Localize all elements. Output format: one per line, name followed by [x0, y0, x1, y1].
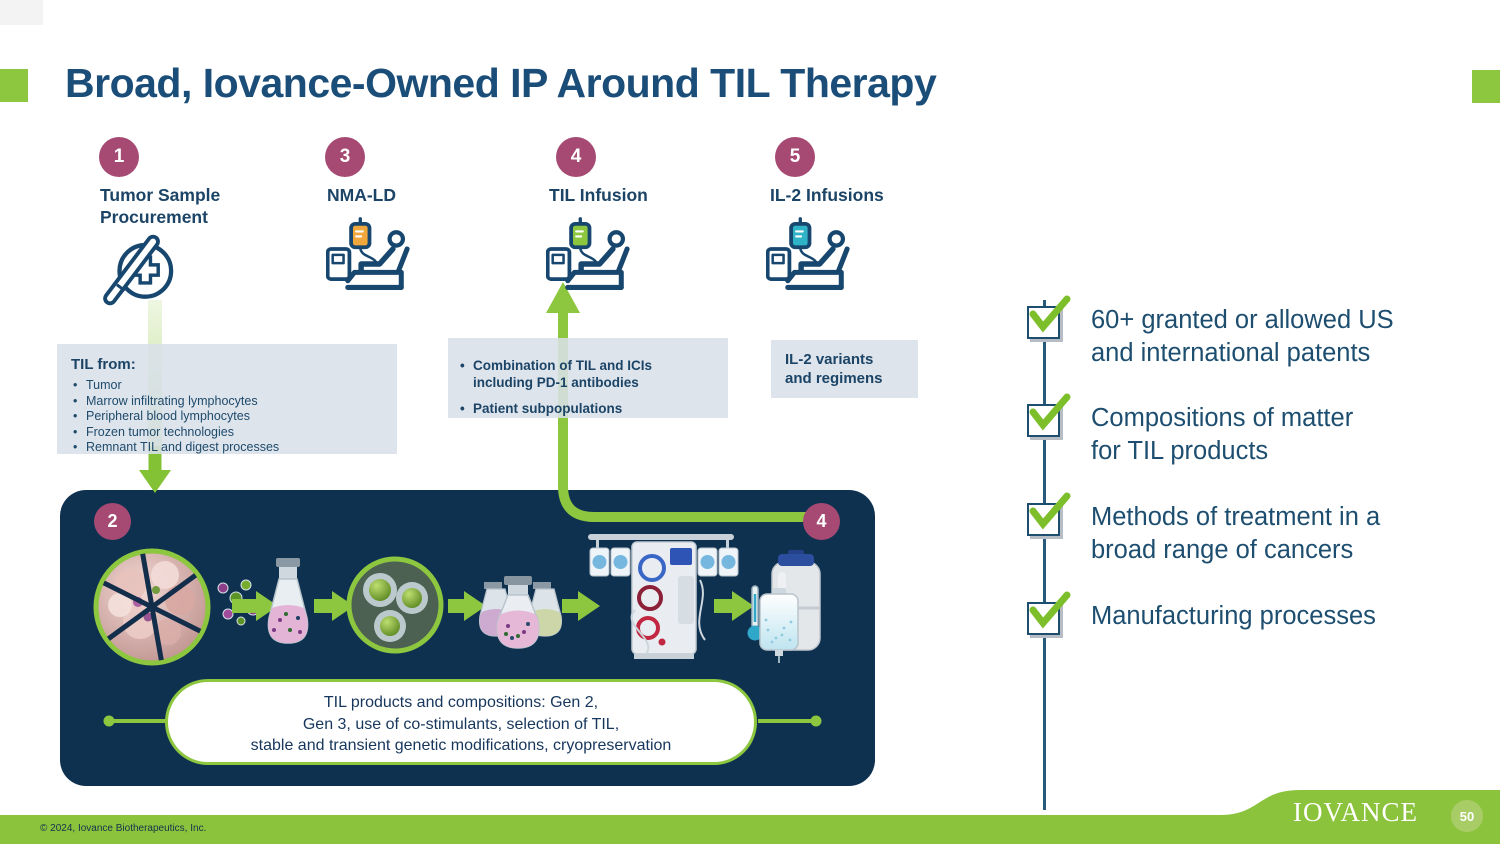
infusion-chair-icon-nma-ld: [326, 217, 410, 290]
manufacturing-process-illustration: [93, 534, 822, 727]
checklist-item-manufacturing: Manufacturing processes: [1027, 591, 1376, 635]
checklist-text: Compositions of matter for TIL products: [1091, 404, 1354, 465]
expansion-flasks-art: [478, 576, 563, 649]
step-4-badge: 4: [556, 137, 596, 177]
iovance-logo: IOVANCE: [1293, 797, 1419, 827]
cell-processing-machine-art: [588, 534, 739, 659]
process-arrow: [448, 591, 486, 621]
checkbox-icon: [1027, 393, 1071, 437]
culture-flask-art: [267, 558, 309, 644]
page-title: Broad, Iovance-Owned IP Around TIL Thera…: [65, 60, 937, 106]
combination-list: Combination of TIL and ICIs including PD…: [458, 357, 718, 417]
corner-gray-accent: [0, 0, 43, 25]
green-accent-right: [1472, 70, 1500, 103]
list-item: Frozen tumor technologies: [71, 425, 383, 441]
til-from-title: TIL from:: [71, 356, 136, 373]
checklist-item-patents: 60+ granted or allowed US and internatio…: [1027, 295, 1394, 370]
step-5-badge: 5: [775, 137, 815, 177]
il2-variants-box: IL-2 variants and regimens: [771, 340, 918, 398]
footer-logo-panel: [1200, 790, 1500, 844]
list-item: Tumor: [71, 378, 383, 394]
panel-badge-4: 4: [803, 503, 840, 540]
process-arrow: [562, 591, 600, 621]
copyright-text: © 2024, Iovance Biotherapeutics, Inc.: [40, 823, 207, 834]
step-3-badge: 3: [325, 137, 365, 177]
til-from-list: Tumor Marrow infiltrating lymphocytes Pe…: [71, 378, 383, 456]
list-item: Peripheral blood lymphocytes: [71, 409, 383, 425]
list-item: Combination of TIL and ICIs including PD…: [458, 357, 718, 391]
process-arrow: [314, 591, 354, 621]
checklist-text: Methods of treatment in a broad range of…: [1091, 503, 1381, 564]
infusion-chair-icon-til: [546, 217, 630, 290]
process-arrow: [714, 591, 754, 621]
list-item: Marrow infiltrating lymphocytes: [71, 394, 383, 410]
panel-badge-2: 2: [94, 503, 131, 540]
checklist-text: 60+ granted or allowed US and internatio…: [1091, 306, 1394, 367]
step-1-label: Tumor Sample Procurement: [100, 185, 221, 227]
checklist-rail: [1043, 300, 1046, 810]
list-item: Patient subpopulations: [458, 400, 718, 417]
step-3-label: NMA-LD: [327, 185, 397, 205]
cryopreservation-art: [747, 550, 821, 663]
list-item: Remnant TIL and digest processes: [71, 440, 383, 456]
step-4-label: TIL Infusion: [549, 185, 648, 205]
process-arrow: [232, 591, 278, 621]
til-from-box: TIL from: Tumor Marrow infiltrating lymp…: [57, 344, 397, 456]
process-caption: TIL products and compositions: Gen 2, Ge…: [165, 679, 757, 765]
checklist-item-compositions: Compositions of matter for TIL products: [1027, 393, 1354, 468]
checklist-text: Manufacturing processes: [1091, 602, 1376, 630]
combination-box: Combination of TIL and ICIs including PD…: [448, 338, 728, 418]
scalpel-icon: [103, 234, 174, 306]
checklist-item-methods: Methods of treatment in a broad range of…: [1027, 492, 1381, 567]
step-5-label: IL-2 Infusions: [770, 185, 884, 205]
tumor-sample-art: [93, 548, 211, 666]
checkbox-icon: [1027, 591, 1071, 635]
step-1-badge: 1: [99, 137, 139, 177]
checkbox-icon: [1027, 295, 1071, 339]
magnified-cells-art: [346, 556, 444, 654]
green-accent-left: [0, 69, 28, 102]
checkbox-icon: [1027, 492, 1071, 536]
infusion-chair-icon-il2: [766, 217, 850, 290]
page-number-badge: 50: [1451, 800, 1483, 832]
